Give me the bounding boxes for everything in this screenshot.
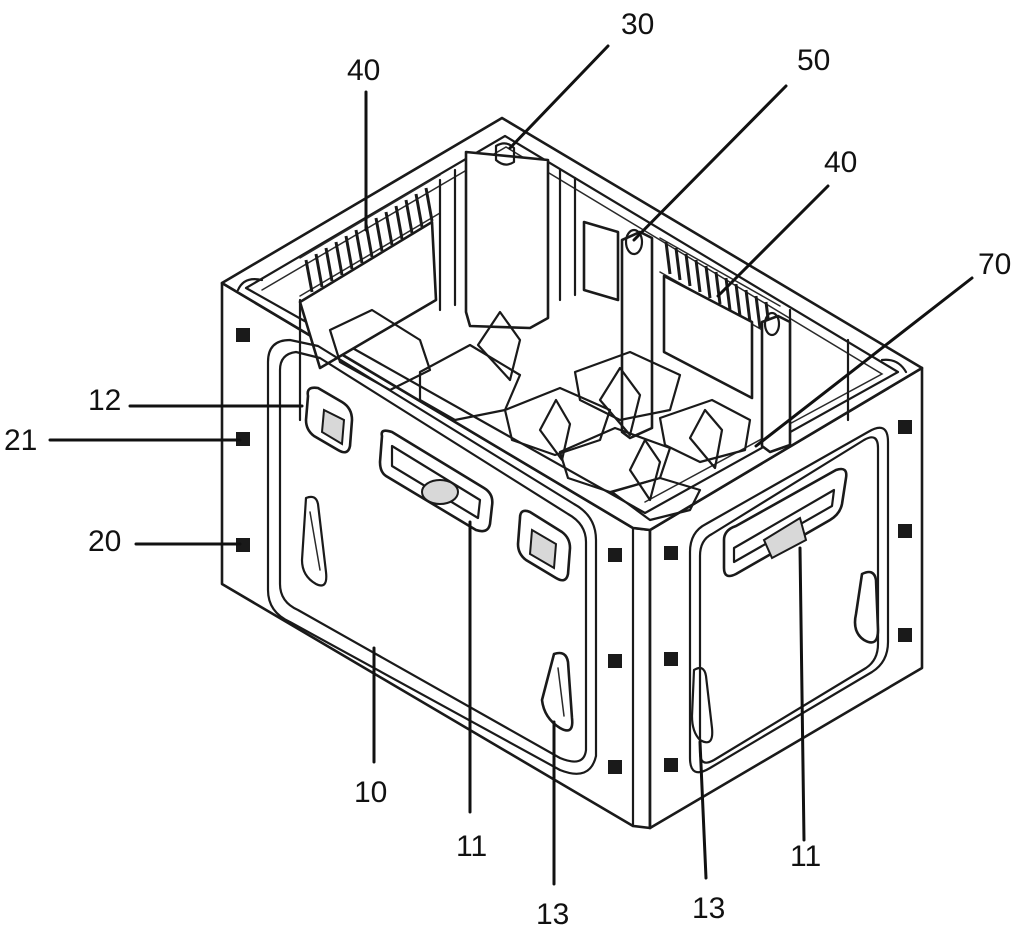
bottle-cells <box>328 308 752 522</box>
ref-label-10: 10 <box>354 776 387 809</box>
leader-30 <box>508 44 610 150</box>
leader-40-right <box>716 184 830 298</box>
ref-label-40-left: 40 <box>347 54 380 87</box>
leader-50 <box>632 84 788 242</box>
slot-front <box>540 651 574 732</box>
side-panel <box>664 420 912 774</box>
label-panel <box>266 338 598 775</box>
rib-texture-left <box>299 174 441 297</box>
reference-labels: 30 40 50 40 70 12 21 20 10 11 13 13 11 <box>4 8 1011 931</box>
ref-label-21: 21 <box>4 424 37 457</box>
center-divider <box>464 150 550 330</box>
ref-label-11-front: 11 <box>456 830 487 863</box>
leader-lines <box>48 44 974 886</box>
ref-label-12: 12 <box>88 384 121 417</box>
ref-label-13-front: 13 <box>536 898 569 931</box>
ref-label-50: 50 <box>797 44 830 77</box>
ref-label-20: 20 <box>88 525 121 558</box>
leader-13-side <box>698 740 708 880</box>
ref-label-40-right: 40 <box>824 146 857 179</box>
front-panel <box>236 328 622 775</box>
slot-left <box>300 495 328 587</box>
side-label-panel <box>688 426 890 774</box>
ref-label-11-side: 11 <box>790 840 821 873</box>
leader-70 <box>754 276 974 448</box>
ref-label-13-side: 13 <box>692 892 725 925</box>
ref-label-30: 30 <box>621 8 654 41</box>
crate-interior <box>236 142 908 522</box>
slot-side <box>690 666 714 744</box>
ref-label-70: 70 <box>978 248 1011 281</box>
top-rim <box>220 116 924 532</box>
leader-11-side <box>798 546 806 842</box>
